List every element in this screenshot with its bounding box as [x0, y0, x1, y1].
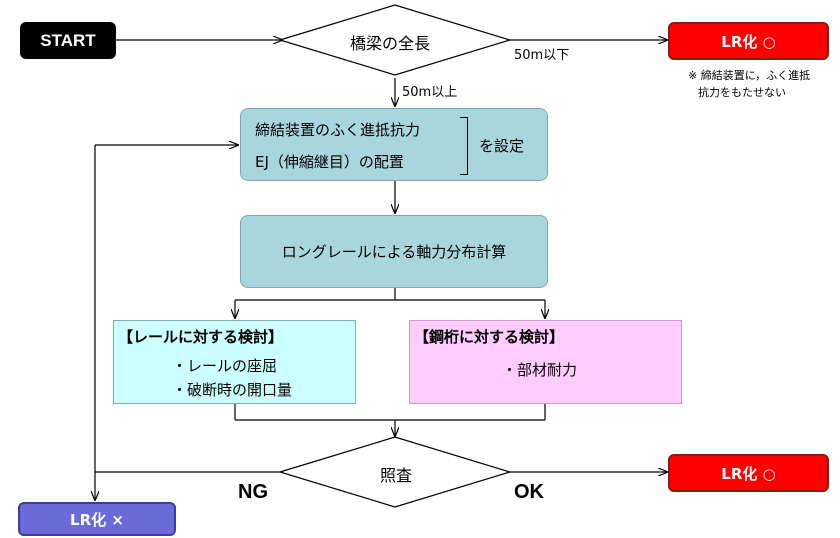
settings-line-2: EJ（伸縮継目）の配置 — [255, 153, 404, 171]
start-terminal: START — [20, 22, 116, 59]
branch-ok-label: OK — [514, 481, 544, 503]
result-lr-ok-top-label: LR化 ○ — [721, 32, 776, 51]
rail-check-box: 【レールに対する検討】 ・レールの座屈 ・破断時の開口量 — [113, 320, 356, 404]
decision-length-label: 橋梁の全長 — [350, 34, 431, 53]
start-label: START — [40, 30, 96, 50]
rail-check-item: ・レールの座屈 — [172, 357, 278, 375]
branch-le-50-label: 50m以下 — [514, 48, 570, 63]
result-lr-ok-bottom: LR化 ○ — [668, 454, 829, 492]
result-lr-ok-bottom-label: LR化 ○ — [721, 464, 776, 483]
rail-check-title: 【レールに対する検討】 — [118, 328, 284, 346]
rail-check-item: ・破断時の開口量 — [172, 381, 293, 399]
note-line-1: ※ 締結装置に，ふく進抵 — [688, 69, 811, 82]
steel-check-title: 【鋼桁に対する検討】 — [414, 328, 565, 346]
result-lr-ok-top: LR化 ○ — [668, 22, 829, 60]
result-lr-ng: LR化 × — [18, 502, 176, 536]
process-axial-force-calc: ロングレールによる軸力分布計算 — [240, 215, 548, 288]
result-lr-ng-label: LR化 × — [70, 510, 124, 529]
note-line-2: 抗力をもたせない — [698, 86, 786, 99]
settings-suffix: を設定 — [479, 137, 525, 155]
calc-label: ロングレールによる軸力分布計算 — [281, 243, 507, 261]
settings-line-1: 締結装置のふく進抵抗力 — [255, 121, 421, 139]
branch-ng-label: NG — [238, 481, 268, 503]
decision-check-label: 照査 — [380, 466, 413, 485]
steel-check-item: ・部材耐力 — [502, 361, 578, 379]
steel-check-box: 【鋼桁に対する検討】 ・部材耐力 — [409, 320, 682, 404]
process-settings: 締結装置のふく進抵抗力 EJ（伸縮継目）の配置 を設定 — [240, 108, 548, 181]
decision-diamond-length — [277, 4, 513, 76]
decision-diamond-check — [277, 436, 513, 508]
settings-bracket — [460, 117, 468, 175]
branch-ge-50-label: 50m以上 — [402, 85, 458, 100]
